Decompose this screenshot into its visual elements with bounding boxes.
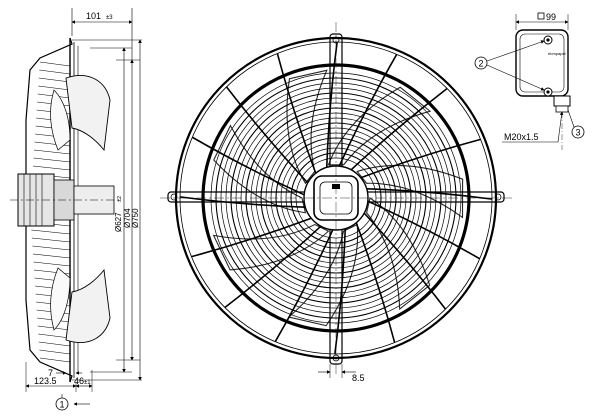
dim-width-top-tol: ±3 <box>106 15 113 21</box>
dim-hub: 46 <box>74 376 84 386</box>
dim-box-width: 99 <box>546 12 556 22</box>
dim-dia-inner: Ø627 <box>114 212 123 232</box>
side-blade-bottom <box>65 268 111 343</box>
callout-1-circle <box>55 397 69 411</box>
side-blade-top <box>65 75 111 152</box>
callout-2: 2 <box>479 59 484 69</box>
dim-dia-mid: Ø704 <box>123 208 132 228</box>
terminal-box-view: ebmpapst 99 2 M20x1.5 3 <box>474 12 585 150</box>
square-symbol-icon <box>537 12 545 20</box>
dim-dia-inner-tol: ±2 <box>117 196 123 202</box>
dim-dia-outer: Ø750 <box>131 208 140 228</box>
callout-3: 3 <box>576 128 581 138</box>
terminal-box-brand: ebmpapst <box>548 51 566 56</box>
gland-thread: M20x1.5 <box>504 132 539 142</box>
dim-depth: 123.5 <box>34 376 57 386</box>
dim-width-top: 101 <box>86 11 101 21</box>
front-view: 8.5 <box>160 22 512 383</box>
callout-2-circle <box>474 56 488 70</box>
callout-1: 1 <box>60 400 65 410</box>
callout-3-circle <box>571 125 585 139</box>
dim-hub-tol: ±1 <box>84 380 91 386</box>
terminal-box <box>515 29 569 97</box>
side-view: 101 ±3 Ø627 ±2 Ø704 Ø750 7 123.5 46 ±1 1 <box>10 8 142 411</box>
dim-slot-width: 8.5 <box>352 373 365 383</box>
side-guard-ribs <box>30 61 71 363</box>
dim-small: 7 <box>48 368 53 378</box>
